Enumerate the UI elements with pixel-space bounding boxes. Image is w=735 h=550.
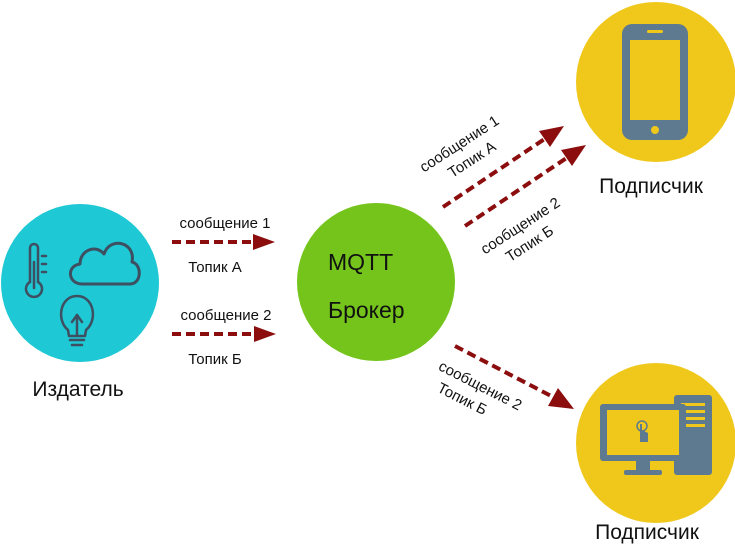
message-arrows <box>172 136 570 400</box>
message-label: сообщение 2 <box>181 307 272 324</box>
desktop-computer-icon <box>600 395 712 475</box>
broker-node: MQTT Брокер <box>297 203 455 361</box>
message-label: сообщение 1 <box>180 215 271 232</box>
smartphone-icon <box>622 24 688 140</box>
subscriber-label: Подписчик <box>595 521 700 544</box>
topic-label: Топик Б <box>188 351 242 368</box>
arrowhead <box>539 126 564 147</box>
publisher-node: Издатель <box>1 204 159 401</box>
arrow-broker-phone-1 <box>441 136 548 209</box>
cloud-icon <box>69 241 141 286</box>
arrow-broker-desktop <box>454 344 556 400</box>
publisher-label: Издатель <box>32 378 123 401</box>
thermometer-icon <box>24 242 48 299</box>
subscriber-label: Подписчик <box>599 175 704 198</box>
broker-circle <box>297 203 455 361</box>
subscriber-node-phone: Подписчик <box>576 2 735 198</box>
touch-hand-icon <box>636 420 648 442</box>
broker-title: MQTT <box>328 249 393 275</box>
arrowhead <box>254 326 276 342</box>
lightbulb-icon <box>59 294 95 347</box>
arrowheads <box>253 126 586 409</box>
topic-label: Топик А <box>188 259 242 276</box>
arrow-broker-phone-2 <box>463 155 570 228</box>
subscriber-node-desktop: Подписчик <box>576 363 735 544</box>
arrowhead <box>561 145 586 166</box>
broker-subtitle: Брокер <box>328 297 405 323</box>
arrowhead <box>548 388 574 409</box>
arrowhead <box>253 234 275 250</box>
